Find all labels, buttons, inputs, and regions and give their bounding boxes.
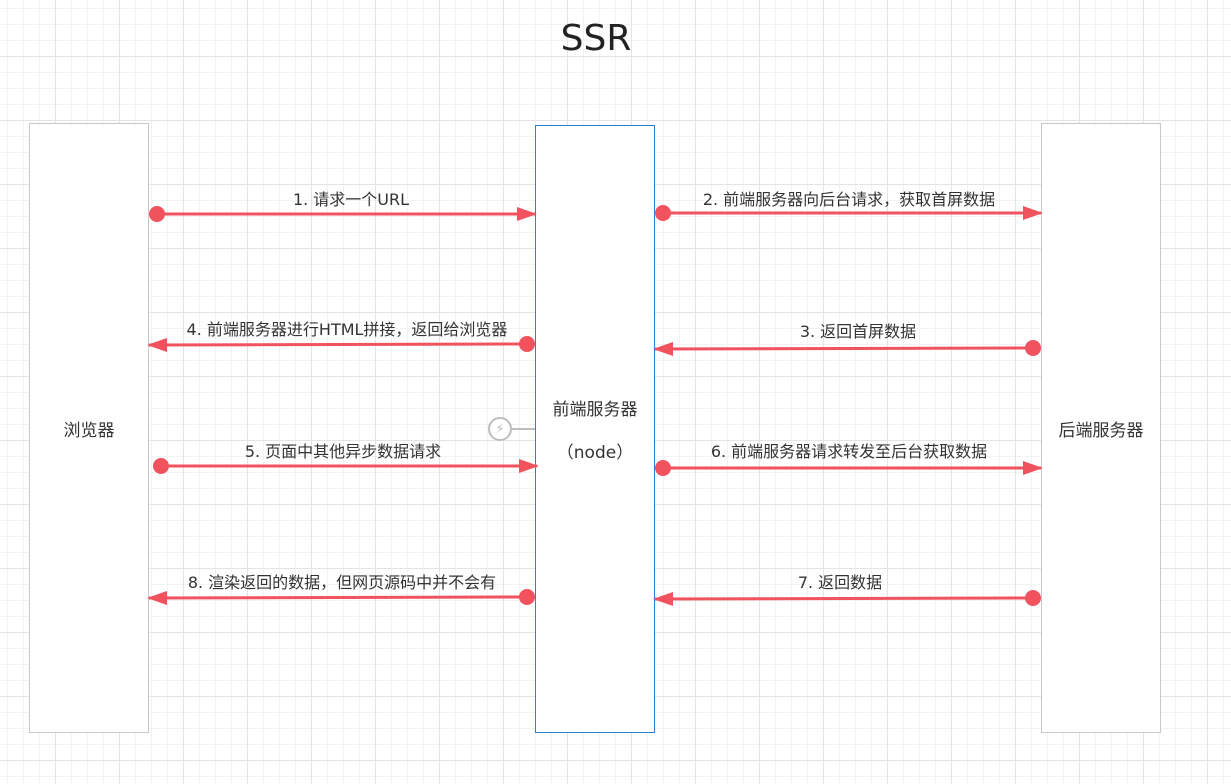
backend-server-box[interactable]: 后端服务器	[1041, 123, 1161, 733]
arrow-step-4[interactable]	[147, 336, 535, 352]
backend-server-label: 后端服务器	[1058, 420, 1144, 441]
step-4-label: 4. 前端服务器进行HTML拼接，返回给浏览器	[186, 320, 508, 339]
browser-label: 浏览器	[63, 420, 115, 441]
step-3-label: 3. 返回首屏数据	[799, 322, 917, 341]
step-2-label: 2. 前端服务器向后台请求，获取首屏数据	[702, 190, 996, 209]
step-7-label: 7. 返回数据	[797, 573, 883, 592]
arrow-step-2[interactable]	[655, 205, 1043, 221]
arrow-step-7[interactable]	[653, 590, 1041, 606]
connector-stub	[512, 428, 535, 430]
step-6-label: 6. 前端服务器请求转发至后台获取数据	[710, 442, 988, 461]
arrow-step-8[interactable]	[147, 589, 535, 605]
arrow-step-6[interactable]	[655, 460, 1043, 476]
frontend-server-box[interactable]: 前端服务器 （node）	[535, 125, 655, 733]
frontend-server-label: 前端服务器	[552, 400, 638, 420]
lightning-connector-icon[interactable]: ⚡	[488, 417, 512, 441]
frontend-server-sublabel: （node）	[556, 443, 634, 463]
browser-box[interactable]: 浏览器	[29, 123, 149, 733]
arrow-step-3[interactable]	[653, 340, 1041, 356]
step-8-label: 8. 渲染返回的数据，但网页源码中并不会有	[187, 573, 497, 592]
step-1-label: 1. 请求一个URL	[292, 190, 410, 209]
diagram-title: SSR	[560, 18, 632, 59]
arrow-step-1[interactable]	[149, 206, 537, 222]
arrow-step-5[interactable]	[153, 458, 539, 474]
step-5-label: 5. 页面中其他异步数据请求	[244, 442, 442, 461]
